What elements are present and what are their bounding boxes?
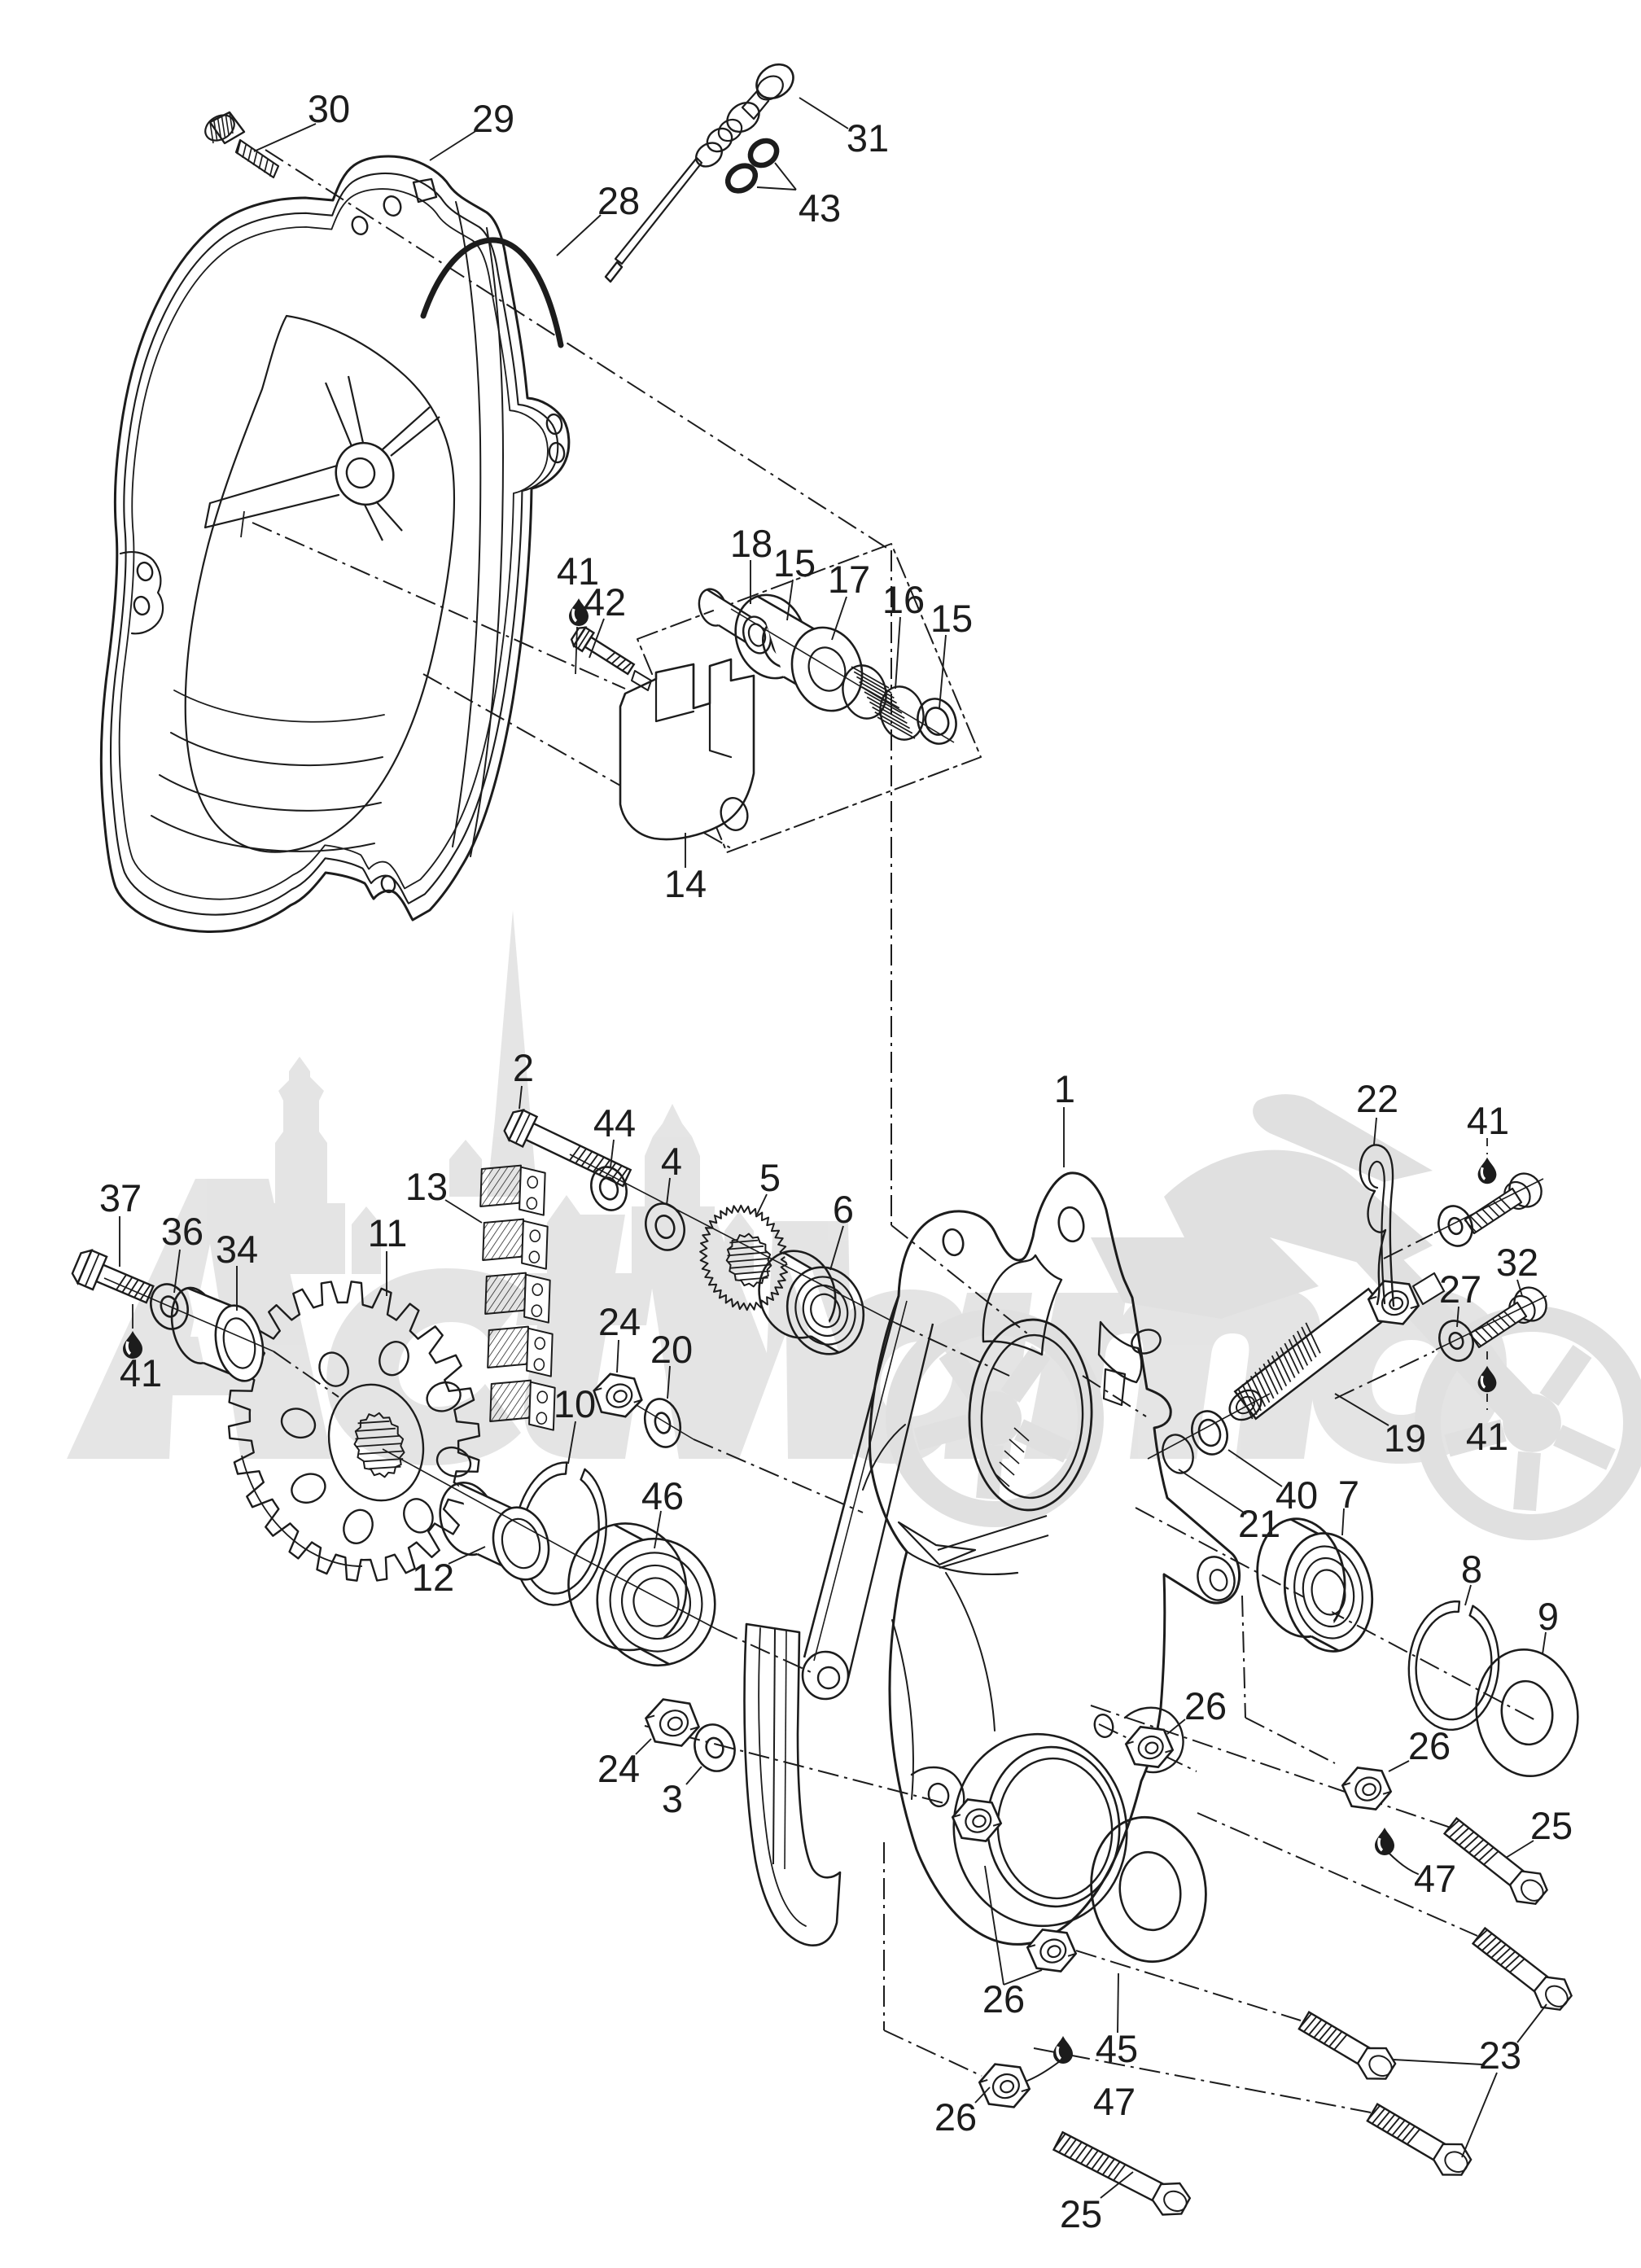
svg-text:7: 7	[1338, 1473, 1359, 1516]
svg-text:26: 26	[1408, 1724, 1451, 1767]
svg-text:43: 43	[799, 186, 841, 230]
svg-text:30: 30	[308, 87, 350, 130]
svg-text:36: 36	[161, 1210, 203, 1253]
svg-text:25: 25	[1530, 1804, 1573, 1847]
svg-text:47: 47	[1093, 2080, 1136, 2123]
svg-text:19: 19	[1384, 1416, 1426, 1460]
svg-text:41: 41	[1467, 1099, 1509, 1142]
svg-text:1: 1	[1054, 1067, 1075, 1110]
svg-text:44: 44	[593, 1101, 636, 1145]
svg-text:12: 12	[412, 1556, 454, 1599]
svg-text:21: 21	[1238, 1502, 1280, 1545]
svg-text:5: 5	[759, 1156, 781, 1199]
svg-text:11: 11	[368, 1211, 408, 1254]
svg-text:9: 9	[1538, 1595, 1559, 1638]
svg-text:15: 15	[930, 597, 973, 640]
svg-text:32: 32	[1496, 1241, 1538, 1284]
svg-text:41: 41	[1466, 1415, 1508, 1458]
svg-text:29: 29	[472, 97, 514, 140]
svg-text:45: 45	[1096, 2027, 1138, 2070]
svg-text:47: 47	[1414, 1857, 1456, 1900]
svg-text:24: 24	[598, 1300, 641, 1343]
svg-text:23: 23	[1479, 2034, 1521, 2077]
svg-text:17: 17	[828, 558, 870, 601]
svg-text:37: 37	[99, 1176, 142, 1219]
svg-text:41: 41	[557, 549, 599, 593]
svg-text:2: 2	[513, 1046, 534, 1089]
svg-text:27: 27	[1439, 1268, 1481, 1311]
svg-text:3: 3	[662, 1777, 683, 1820]
svg-text:24: 24	[597, 1747, 640, 1790]
svg-text:26: 26	[934, 2095, 977, 2139]
svg-text:13: 13	[405, 1165, 448, 1208]
svg-text:26: 26	[1184, 1684, 1227, 1727]
svg-text:10: 10	[554, 1382, 596, 1425]
svg-text:28: 28	[597, 179, 640, 222]
svg-text:34: 34	[216, 1228, 258, 1271]
svg-text:31: 31	[847, 116, 889, 160]
svg-text:40: 40	[1276, 1473, 1318, 1517]
svg-text:4: 4	[661, 1140, 682, 1183]
svg-text:6: 6	[833, 1188, 854, 1231]
svg-text:20: 20	[650, 1328, 693, 1371]
svg-text:41: 41	[120, 1351, 162, 1395]
svg-text:8: 8	[1461, 1548, 1482, 1591]
svg-text:18: 18	[730, 522, 772, 565]
svg-text:15: 15	[773, 541, 816, 585]
svg-text:16: 16	[882, 578, 925, 621]
svg-text:25: 25	[1060, 2192, 1102, 2235]
svg-text:22: 22	[1356, 1077, 1398, 1120]
svg-text:46: 46	[641, 1474, 684, 1517]
svg-text:42: 42	[584, 580, 626, 624]
svg-text:14: 14	[664, 862, 707, 905]
